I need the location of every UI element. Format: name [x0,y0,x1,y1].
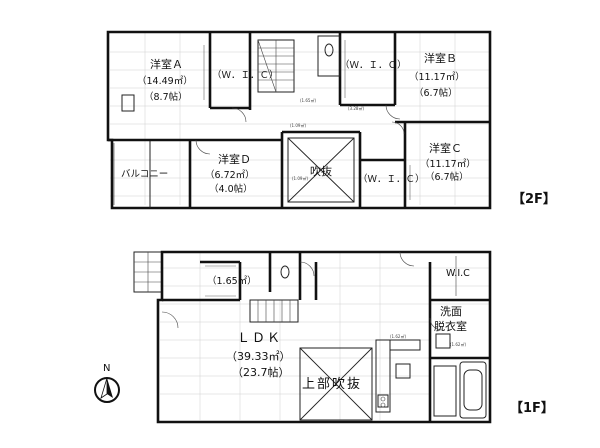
second-floor-stairs [257,39,295,93]
room-d-label: 洋室Ｄ （6.72㎡） （4.0帖） [205,152,255,195]
svg-text:(1.62㎡): (1.62㎡) [390,333,406,339]
svg-text:(1.09㎡): (1.09㎡) [290,122,306,128]
room-d-area: （6.72㎡） [205,169,255,181]
washroom-label-line1: 洗面 [440,305,462,318]
room-b-label: 洋室Ｂ （11.17㎡） （6.7帖） [409,51,465,99]
storage-area-label: （1.65㎡） [207,275,257,287]
room-b-area: （11.17㎡） [409,71,465,83]
svg-text:(1.65㎡): (1.65㎡) [300,97,316,103]
wic-3-label: （Ｗ．Ｉ．Ｃ） [358,173,425,185]
room-c-area: （11.17㎡） [420,158,476,170]
room-d-jo: （4.0帖） [209,183,253,195]
room-d-name: 洋室Ｄ [218,152,251,166]
svg-text:(3.28㎡): (3.28㎡) [348,105,364,111]
room-a-area: （14.49㎡） [137,75,193,87]
void-label: 吹抜 [310,164,332,178]
toilet-icon [324,43,334,57]
void-above-label: 上部吹抜 [302,376,362,392]
room-c-jo: （6.7帖） [425,171,469,183]
second-floor-grid [110,32,490,205]
compass-arrow-icon [107,378,113,398]
ldk-jo: （23.7帖） [232,366,290,379]
entrance-steps [133,251,163,293]
wic-first-floor-label: W.I.C [446,268,470,279]
washroom-label-line2: 脱衣室 [434,319,467,333]
wic-1-label: （Ｗ．Ｉ．Ｃ） [212,69,279,81]
north-compass: N [94,363,120,403]
room-c-name: 洋室Ｃ [429,141,462,155]
first-floor-stairs [249,299,299,323]
first-floor-void-marker [299,347,373,421]
second-floor-void-marker [287,137,355,203]
wic-2-label: （Ｗ．Ｉ．Ｃ） [340,59,407,71]
compass-north-label: N [103,363,110,374]
second-floor-tag: 【2F】 [512,191,556,207]
room-a-jo: （8.7帖） [144,91,188,103]
toilet-icon-first-floor [280,265,290,279]
first-floor-plan: (1.62㎡) (1.62㎡) （1.65㎡） ＬＤＫ （39.33㎡） （23… [133,250,554,424]
svg-text:(1.62㎡): (1.62㎡) [450,341,466,347]
kitchen-counter [375,339,421,413]
ldk-name: ＬＤＫ [237,331,282,346]
room-a-name: 洋室Ａ [150,57,183,71]
first-floor-tag: 【1F】 [510,400,554,416]
room-c-label: 洋室Ｃ （11.17㎡） （6.7帖） [420,141,476,183]
room-b-name: 洋室Ｂ [424,51,457,65]
ldk-area: （39.33㎡） [226,350,291,363]
room-a-label: 洋室Ａ （14.49㎡） （8.7帖） [137,57,193,103]
room-b-jo: （6.7帖） [414,87,458,99]
bathroom-fixtures [433,256,487,419]
balcony-label: バルコニー [121,169,168,180]
second-floor-plan: (1.65㎡) (3.28㎡) (1.09㎡) (1.09㎡) 洋室Ａ （14.… [106,30,556,210]
ldk-label: ＬＤＫ （39.33㎡） （23.7帖） [226,331,291,379]
svg-text:(1.09㎡): (1.09㎡) [292,175,308,181]
